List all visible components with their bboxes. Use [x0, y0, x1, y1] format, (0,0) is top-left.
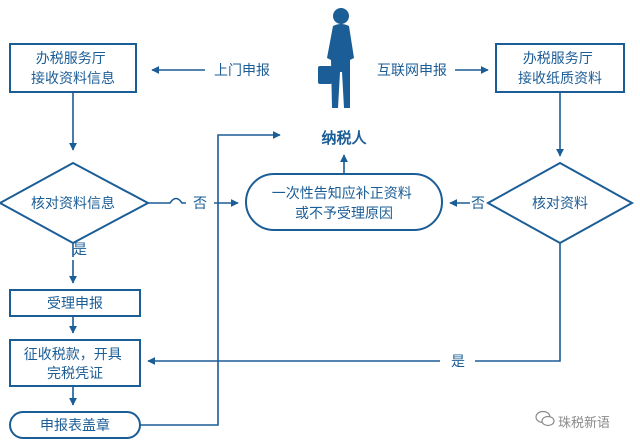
watermark-text: 珠税新语	[558, 416, 611, 431]
office-receive-info-box	[9, 43, 137, 93]
edge-yes-right	[475, 243, 561, 362]
accept-box	[9, 289, 141, 317]
collect-label: 征收税款，开具 完税凭证	[24, 347, 126, 382]
office-receive-info-label: 办税服务厅 接收资料信息	[31, 51, 115, 87]
onsite-label: 上门申报	[214, 63, 270, 79]
yes-right-label: 是	[451, 354, 465, 370]
check-info-label: 核对资料信息	[31, 195, 115, 212]
collect-box	[9, 339, 141, 387]
taxpayer-label: 纳税人	[321, 129, 367, 147]
yes-left-label: 是	[73, 242, 87, 258]
office-receive-paper-label: 办税服务厅 接收纸质资料	[518, 51, 602, 87]
taxpayer-silhouette-icon	[318, 8, 354, 108]
no-left-label: 否	[193, 196, 207, 212]
accept-label: 受理申报	[47, 296, 103, 312]
edge-stamp-to-taxpayer	[140, 131, 281, 426]
check-materials-label: 核对资料	[532, 196, 588, 212]
wechat-icon	[535, 410, 555, 427]
stamp-label: 申报表盖章	[40, 417, 110, 434]
internet-label: 互联网申报	[377, 63, 447, 79]
office-receive-paper-box	[495, 43, 625, 93]
notify-label: 一次性告知应补正资料 或不予受理原因	[272, 185, 416, 222]
no-right-label: 否	[471, 196, 485, 212]
